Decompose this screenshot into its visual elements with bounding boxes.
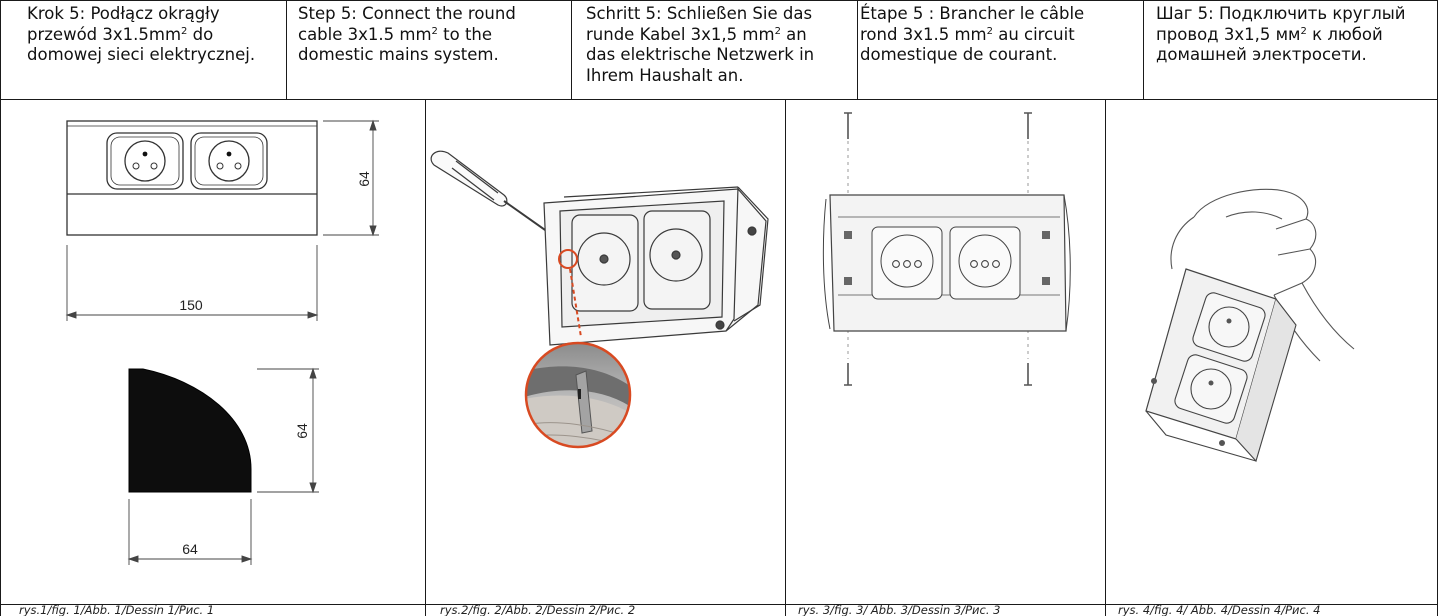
figure-2-screwdriver-illustration bbox=[426, 99, 785, 604]
step-fr-line-2-text: rond 3x1.5 mm bbox=[860, 24, 987, 44]
step-fr-line-1: Étape 5 : Brancher le câble bbox=[860, 4, 1085, 23]
step-text-pl: Krok 5: Podłącz okrągły przewód 3x1.5mm2… bbox=[0, 0, 286, 99]
socket-face-right bbox=[643, 210, 711, 310]
top-border bbox=[0, 0, 1438, 1]
caption-figure-3: rys. 3/fig. 3/ Abb. 3/Dessin 3/Рис. 3 bbox=[798, 604, 1001, 616]
screwdriver-handle bbox=[430, 150, 508, 207]
step-ru-line-3: домашней электросети. bbox=[1156, 45, 1367, 64]
socket-right-outline bbox=[190, 132, 268, 190]
step-de-superscript: 2 bbox=[774, 25, 781, 37]
header-divider-3 bbox=[857, 0, 858, 99]
step-en-line-1: Step 5: Connect the round bbox=[298, 4, 516, 23]
step-text-de: Schritt 5: Schließen Sie das runde Kabel… bbox=[571, 0, 857, 99]
step-pl-line-2: przewód 3x1.5mm2 do bbox=[27, 25, 278, 46]
detail-leader-line bbox=[569, 268, 582, 338]
panel-divider-3 bbox=[1105, 99, 1106, 616]
mounting-socket-right bbox=[949, 226, 1021, 300]
step-pl-line-2-end: do bbox=[187, 24, 214, 44]
step-text-en: Step 5: Connect the round cable 3x1.5 mm… bbox=[286, 0, 571, 99]
step-ru-line-2-text: провод 3x1,5 мм bbox=[1156, 24, 1301, 44]
step-en-superscript: 2 bbox=[431, 25, 438, 37]
socket-left-outline bbox=[106, 132, 184, 190]
figure-4-svg bbox=[1145, 188, 1355, 463]
step-ru-line-2-end: к любой bbox=[1306, 24, 1383, 44]
header-divider-4 bbox=[1143, 0, 1144, 99]
side-profile-shape bbox=[128, 368, 252, 493]
step-en-line-2-end: to the bbox=[437, 24, 493, 44]
step-de-line-3: das elektrische Netzwerk in bbox=[586, 45, 815, 64]
step-de-line-2-text: runde Kabel 3x1,5 mm bbox=[586, 24, 775, 44]
screw-bottom-right bbox=[1024, 363, 1032, 386]
caption-figure-2: rys.2/fig. 2/Abb. 2/Dessin 2/Рис. 2 bbox=[440, 604, 636, 616]
step-de-line-2-end: an bbox=[780, 24, 807, 44]
figure-1-svg: 150 64 64 64 bbox=[65, 119, 379, 565]
step-ru-superscript: 2 bbox=[1300, 25, 1307, 37]
step-fr-line-2: rond 3x1.5 mm2 au circuit bbox=[860, 25, 1135, 46]
screw-top-right bbox=[1024, 112, 1032, 139]
socket-right-face bbox=[208, 140, 250, 182]
highlight-marker bbox=[558, 249, 578, 269]
step-de-line-4: Ihrem Haushalt an. bbox=[586, 65, 744, 85]
step-pl-line-2-text: przewód 3x1.5mm bbox=[27, 24, 182, 44]
left-border bbox=[0, 0, 1, 616]
socket-left-face bbox=[124, 140, 166, 182]
step-en-line-3: domestic mains system. bbox=[298, 45, 499, 64]
figure-3-svg bbox=[822, 112, 1071, 386]
figure-4-hand-illustration bbox=[1106, 99, 1437, 604]
step-text-ru: Шаг 5: Подключить круглый провод 3x1,5 м… bbox=[1143, 0, 1438, 99]
step-pl-line-3: domowej sieci elektrycznej. bbox=[27, 45, 256, 64]
screw-bottom-left bbox=[844, 363, 852, 386]
dimension-width-label: 150 bbox=[179, 297, 203, 313]
dimension-front-height-label: 64 bbox=[356, 171, 372, 187]
step-en-line-2-text: cable 3x1.5 mm bbox=[298, 24, 432, 44]
step-pl-superscript: 2 bbox=[181, 25, 188, 37]
tilted-socket-upper bbox=[1192, 292, 1266, 362]
step-de-line-2: runde Kabel 3x1,5 mm2 an bbox=[586, 25, 849, 46]
dimension-side-height-label: 64 bbox=[294, 423, 310, 439]
front-view-body bbox=[66, 120, 318, 236]
panel-divider-1 bbox=[425, 99, 426, 616]
hand-outline bbox=[1193, 188, 1317, 296]
caption-divider bbox=[0, 604, 1438, 605]
step-text-fr: Étape 5 : Brancher le câble rond 3x1.5 m… bbox=[857, 0, 1143, 99]
header-divider-1 bbox=[286, 0, 287, 99]
header-divider bbox=[0, 99, 1438, 100]
tilted-socket-lower bbox=[1174, 354, 1248, 424]
mounting-body bbox=[829, 194, 1067, 332]
caption-figure-4: rys. 4/fig. 4/ Abb. 4/Dessin 4/Рис. 4 bbox=[1118, 604, 1321, 616]
dimension-side-width-label: 64 bbox=[182, 541, 198, 557]
figure-3-mounting-illustration bbox=[786, 99, 1105, 604]
caption-figure-1: rys.1/fig. 1/Abb. 1/Dessin 1/Рис. 1 bbox=[19, 604, 215, 616]
step-fr-line-3: domestique de courant. bbox=[860, 45, 1058, 64]
step-en-line-2: cable 3x1.5 mm2 to the bbox=[298, 25, 563, 46]
step-ru-line-1: Шаг 5: Подключить круглый bbox=[1156, 4, 1406, 23]
panel-divider-2 bbox=[785, 99, 786, 616]
step-fr-superscript: 2 bbox=[986, 25, 993, 37]
step-de-line-1: Schritt 5: Schließen Sie das bbox=[586, 4, 813, 23]
step-pl-line-1: Krok 5: Podłącz okrągły bbox=[27, 4, 220, 23]
figure-2-svg bbox=[430, 150, 769, 449]
step-fr-line-2-end: au circuit bbox=[992, 24, 1075, 44]
screw-top-left bbox=[844, 112, 852, 139]
mounting-socket-left bbox=[871, 226, 943, 300]
header-divider-2 bbox=[571, 0, 572, 99]
step-ru-line-2: провод 3x1,5 мм2 к любой bbox=[1156, 25, 1430, 46]
figure-1-dimension-drawing: 150 64 64 64 bbox=[1, 99, 425, 604]
